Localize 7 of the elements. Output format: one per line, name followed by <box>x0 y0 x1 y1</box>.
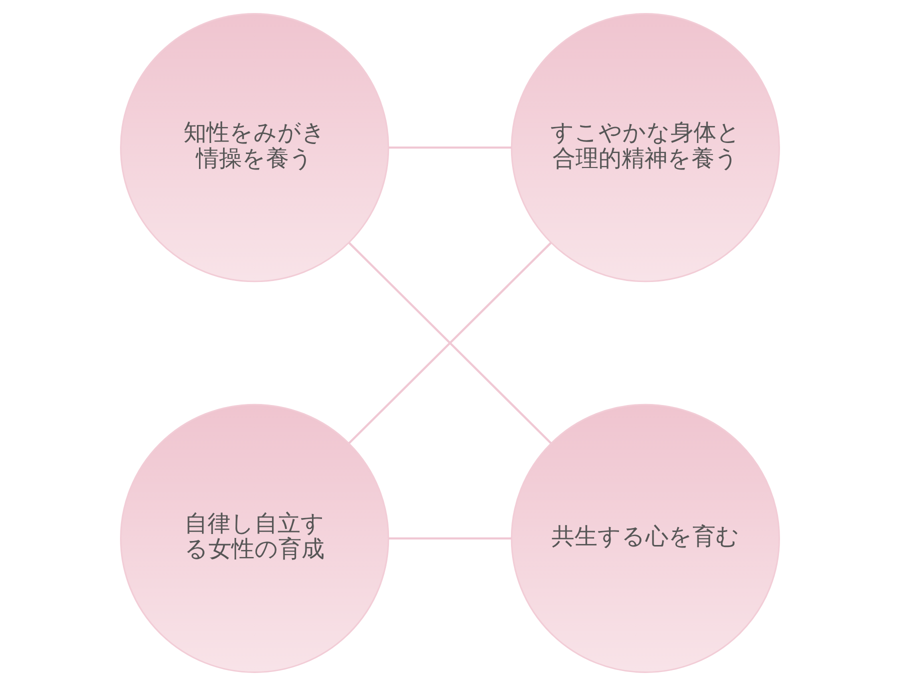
node-circle: 知性をみがき情操を養う <box>120 13 390 282</box>
connector <box>388 146 512 149</box>
node-circle: すこやかな身体と合理的精神を養う <box>510 13 780 282</box>
node-circle: 共生する心を育む <box>510 404 780 673</box>
node-circle: 自律し自立する女性の育成 <box>120 404 390 673</box>
connector <box>388 537 512 540</box>
connector <box>348 242 552 444</box>
